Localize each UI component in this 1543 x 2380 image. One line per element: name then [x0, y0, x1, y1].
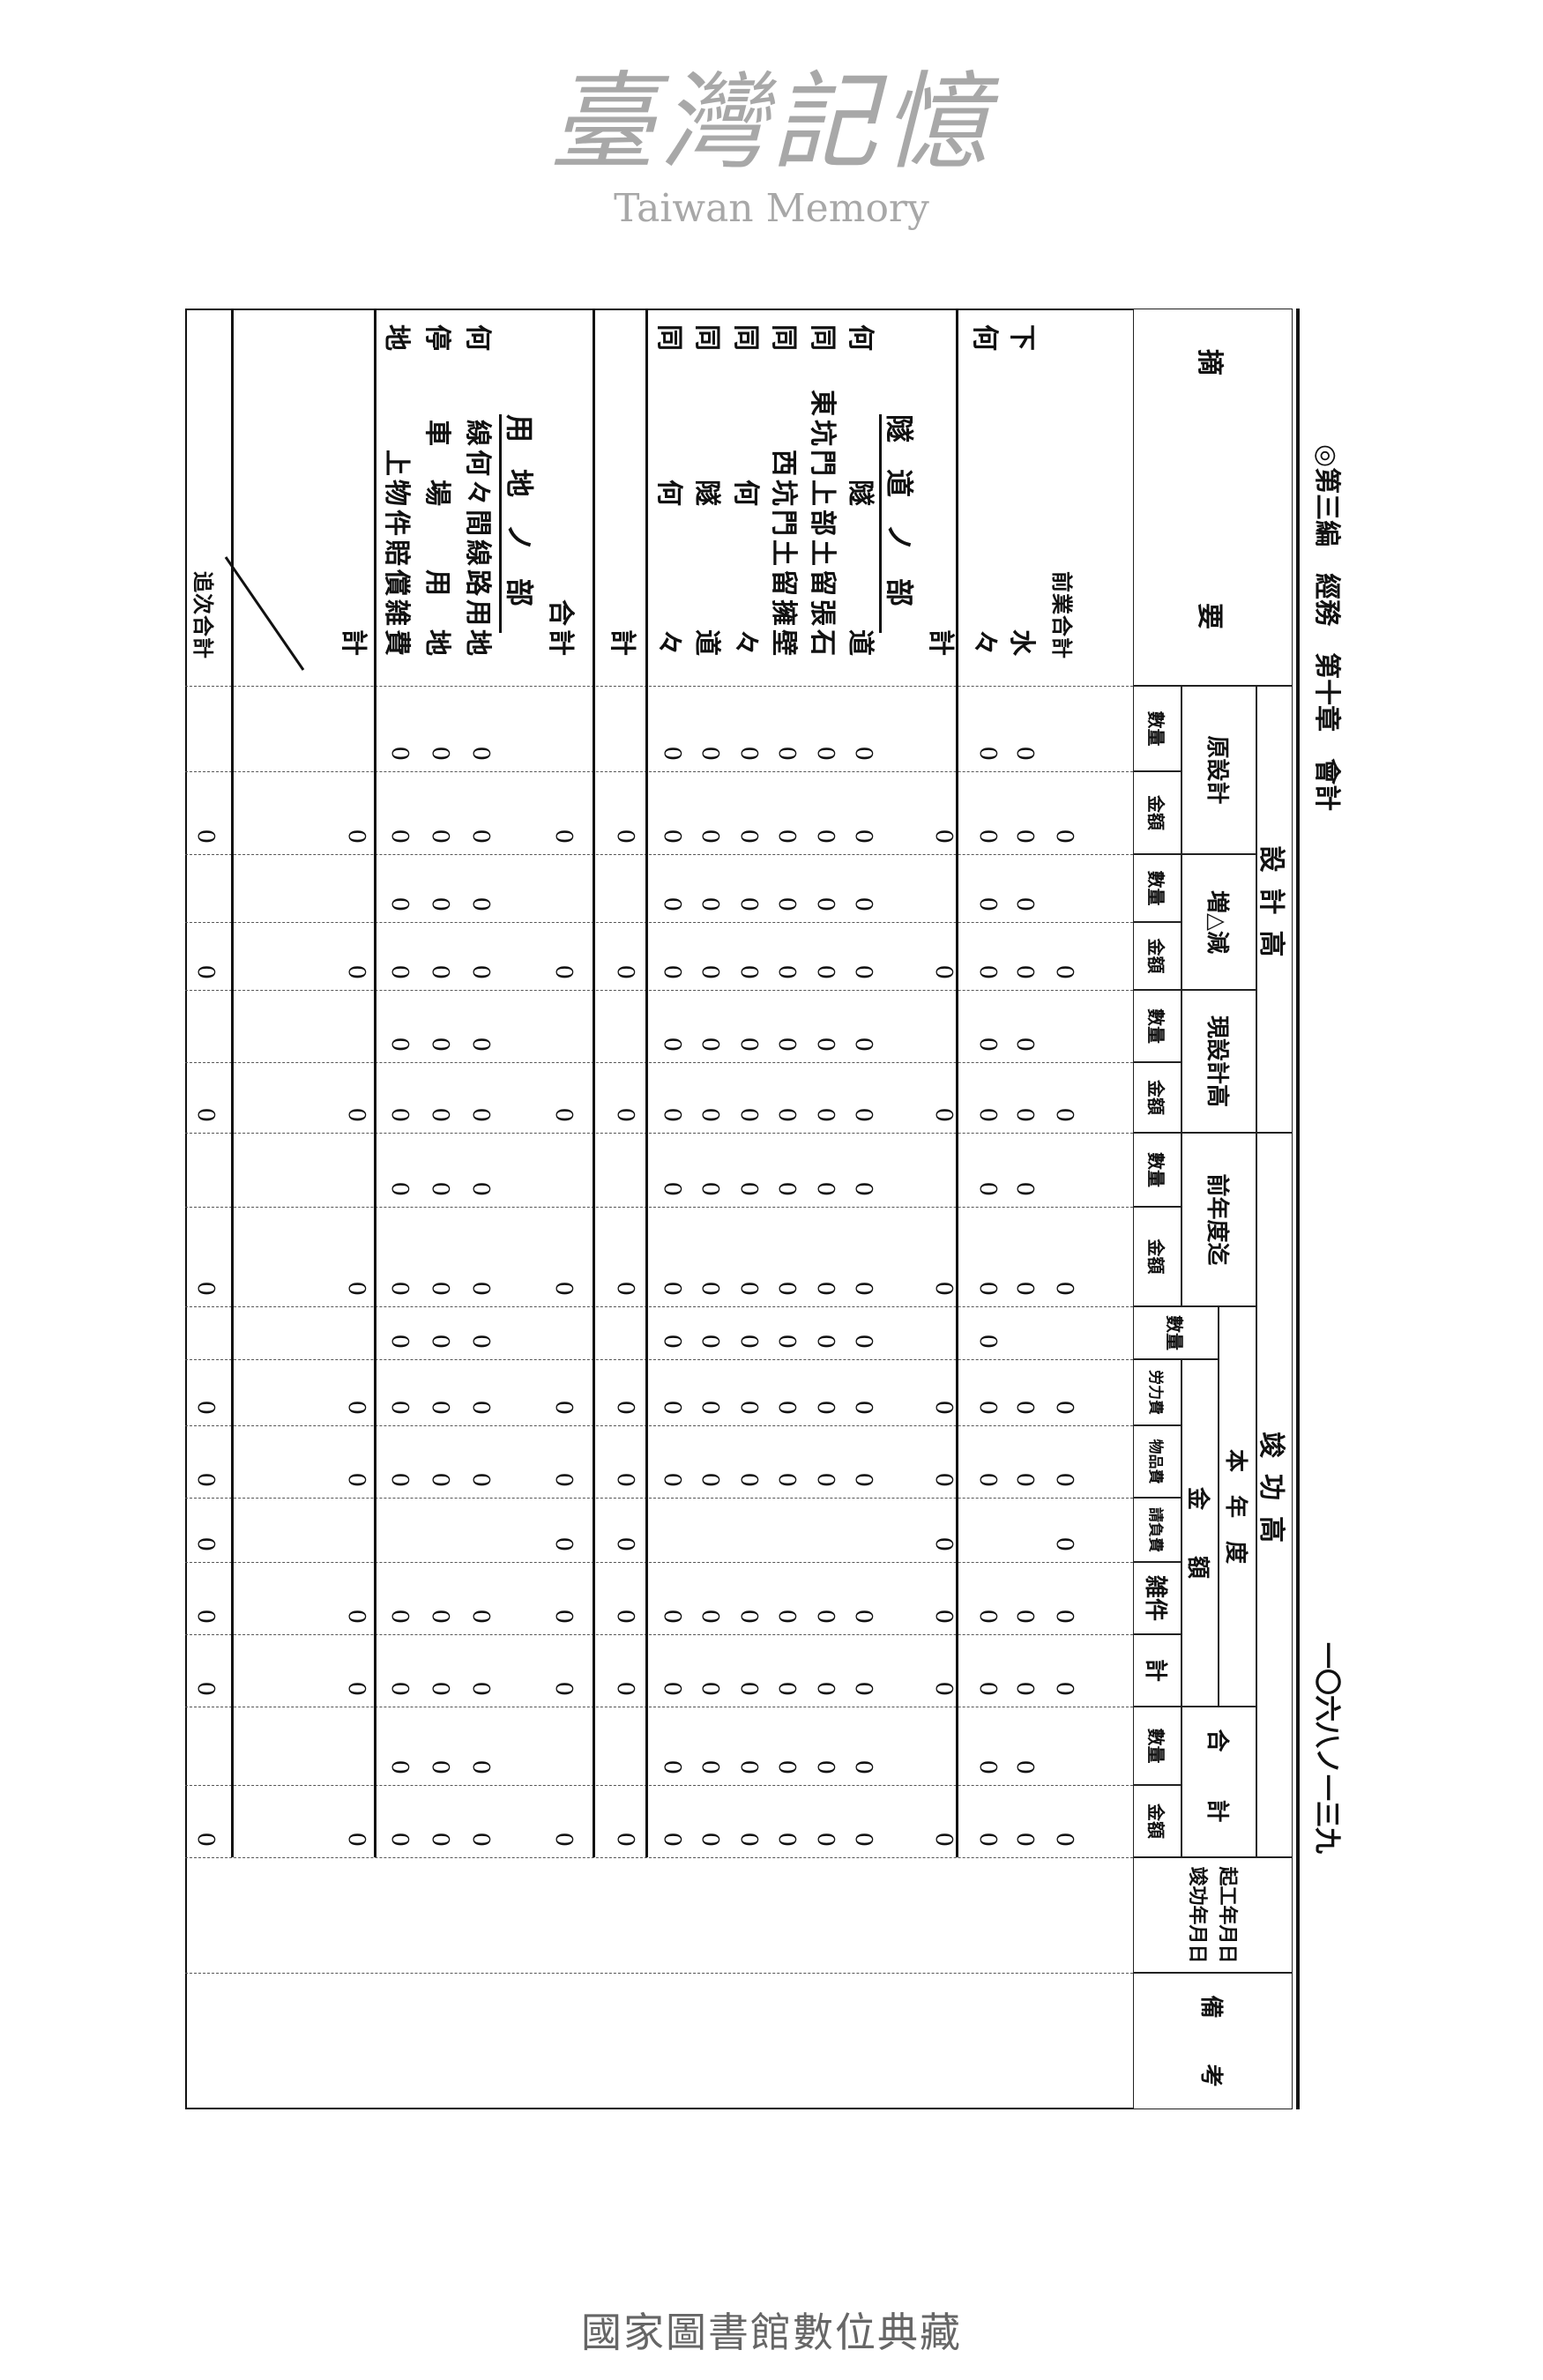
rotated-ledger-page: ◎第三編 經務 第十章 會計 一〇六八ノ一三九 摘 要 設計高 原設計 増△減 … [168, 309, 1349, 2124]
watermark: 臺灣記憶 Taiwan Memory [507, 62, 1036, 233]
watermark-cjk: 臺灣記憶 [549, 62, 994, 184]
watermark-en: Taiwan Memory [614, 186, 929, 231]
diagonal-strike-line [224, 556, 305, 671]
footer-archive-label: 國家圖書館數位典藏 [581, 2309, 962, 2356]
